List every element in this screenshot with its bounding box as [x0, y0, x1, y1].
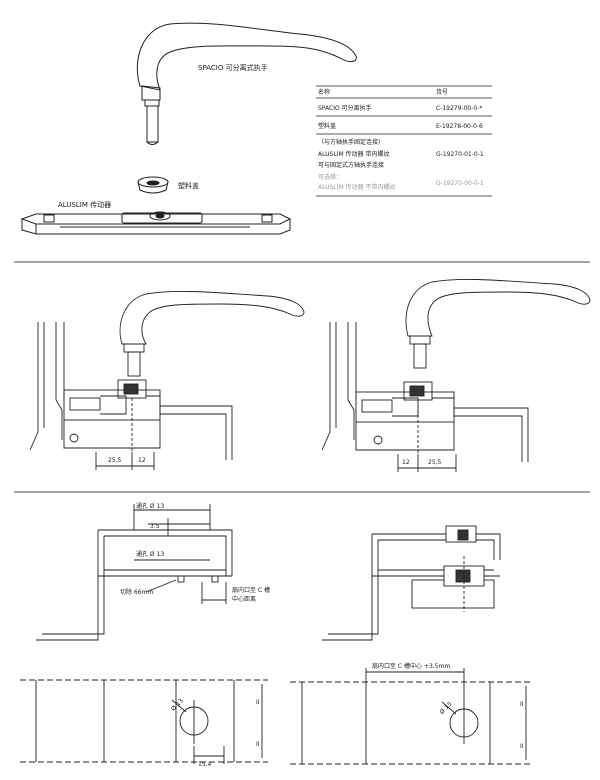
table-row-name: ALUSLIM 传动器 不带内螺纹: [318, 183, 395, 191]
offset-label: 3.5: [150, 523, 160, 530]
table-row-number: G-19270-01-0-1: [436, 151, 484, 158]
hole-layout-left: [20, 679, 268, 764]
table-header-number: 货号: [436, 88, 448, 96]
diameter-label: Ø 13: [170, 697, 185, 712]
section-view-left: [29, 290, 305, 470]
hole-label-top: 通孔 Ø 13: [136, 502, 164, 510]
machining-profile-right: [322, 525, 501, 641]
table-row-number: E-19278-00-0-6: [436, 123, 483, 130]
handle-exploded-drawing: [136, 22, 357, 145]
diameter-label: Ø 13: [438, 701, 453, 716]
equal-mark: II: [256, 699, 260, 706]
section-view-right: [321, 278, 591, 472]
gear-drawing: [20, 211, 292, 235]
table-row-name: 塑料盖: [318, 122, 336, 130]
dimension-label: 25,5: [428, 459, 442, 466]
equal-mark: II: [520, 743, 524, 750]
table-note: （与方轴执手固定连接）: [318, 138, 384, 146]
hole-label-mid: 通孔 Ø 13: [136, 550, 164, 558]
center-note-right: 扇内口至 C 槽中心 +3.5mm: [372, 662, 450, 670]
parts-table: 名称 货号 SPACIO 可分离执手 C-19279-00-0-* 塑料盖 E-…: [316, 85, 492, 197]
equal-mark: II: [520, 701, 524, 708]
cap-label: 塑料盖: [178, 181, 199, 190]
cut-label: 切除 66mm: [120, 588, 153, 596]
equal-mark: II: [256, 741, 260, 748]
center-note: 中心距离: [232, 595, 256, 603]
table-row-number: C-19279-00-0-*: [436, 105, 482, 112]
hole-layout-right: [290, 668, 532, 765]
table-header-name: 名称: [318, 88, 330, 96]
dimension-label: 12: [138, 457, 146, 464]
gear-label: ALUSLIM 传动器: [58, 200, 111, 209]
plastic-cap-drawing: [137, 176, 169, 194]
center-note: 扇内口至 C 槽: [232, 586, 270, 594]
dimension-label: 25,5: [108, 457, 122, 464]
dimension-label: 15.4: [198, 761, 212, 768]
dimension-label: 12: [402, 459, 410, 466]
handle-label: SPACIO 可分离式执手: [198, 63, 268, 72]
table-optional-label: 可选择：: [318, 173, 342, 181]
table-row-desc: 可与固定式方轴执手连接: [318, 161, 384, 169]
table-row-name: SPACIO 可分离执手: [318, 104, 372, 112]
table-row-number: G-19270-00-0-1: [436, 180, 484, 187]
table-row-name: ALUSLIM 传动器 带内螺纹: [318, 150, 389, 158]
machining-profile-left: [36, 504, 233, 641]
